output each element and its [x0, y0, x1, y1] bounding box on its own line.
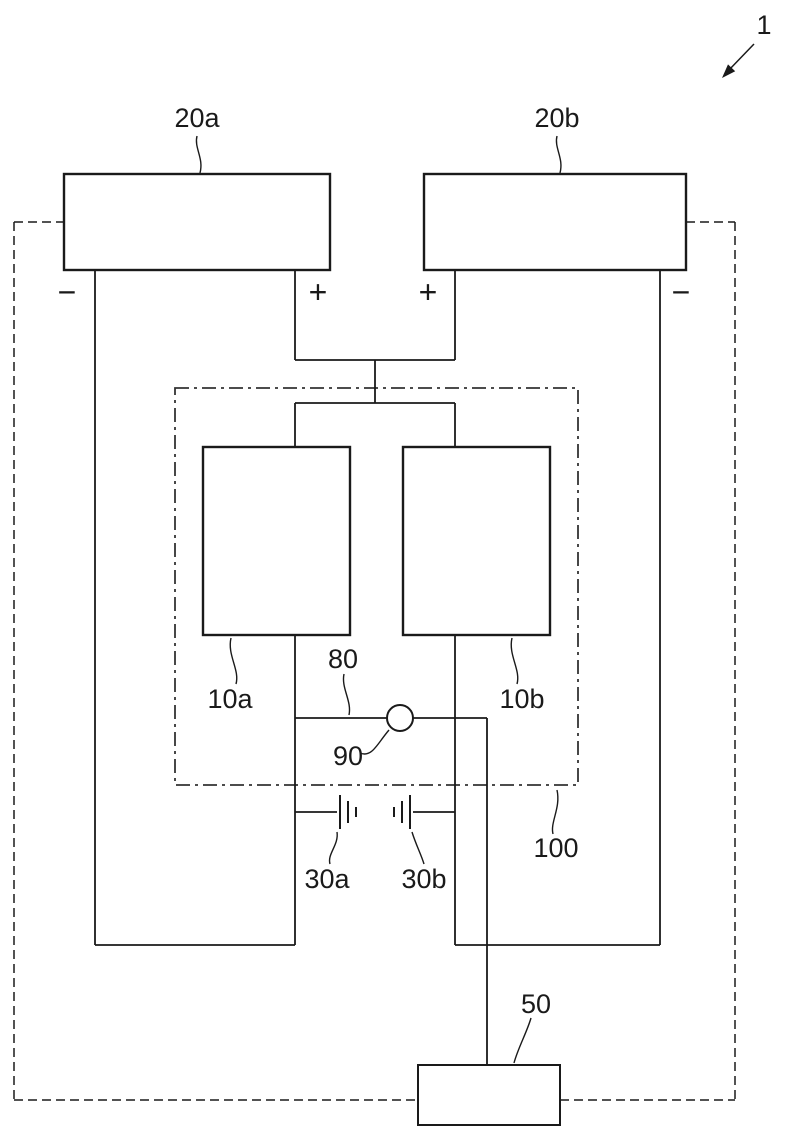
leader-lines: [195, 135, 562, 1064]
dashdot-boundary-100: [174, 387, 579, 786]
leader-100: [551, 789, 559, 835]
leader-20a: [195, 135, 202, 174]
leader-10b: [510, 637, 519, 685]
label-20a: 20a: [174, 103, 220, 133]
leader-20b: [555, 135, 562, 174]
leader-50: [513, 1017, 532, 1064]
figure-ref-arrow: [722, 43, 755, 78]
label-20b: 20b: [534, 103, 579, 133]
box-50: [417, 1064, 561, 1126]
label-1: 1: [756, 10, 771, 40]
leader-10a: [229, 637, 238, 685]
leader-30b: [411, 831, 425, 865]
label-30b: 30b: [401, 864, 446, 894]
label-80: 80: [328, 644, 358, 674]
box-10a: [201, 445, 352, 637]
circuit-wires: [94, 270, 661, 1065]
ground-symbol-30b: [393, 795, 411, 829]
leader-80: [342, 673, 351, 716]
polarity-plus-left: +: [309, 274, 328, 310]
label-10b: 10b: [499, 684, 544, 714]
junction-circle-90: [386, 704, 414, 732]
leader-90: [359, 729, 390, 755]
outer-dashed-boundary: [13, 221, 736, 1101]
label-30a: 30a: [304, 864, 350, 894]
label-10a: 10a: [207, 684, 253, 714]
label-90: 90: [333, 741, 363, 771]
polarity-plus-right: +: [419, 274, 438, 310]
box-20a: [62, 172, 332, 272]
label-50: 50: [521, 989, 551, 1019]
label-100: 100: [533, 833, 578, 863]
leader-30a: [328, 831, 338, 865]
box-20b: [422, 172, 688, 272]
polarity-minus-left: −: [58, 274, 77, 310]
polarity-minus-right: −: [672, 274, 691, 310]
box-10b: [401, 445, 552, 637]
ground-symbol-30a: [339, 795, 357, 829]
